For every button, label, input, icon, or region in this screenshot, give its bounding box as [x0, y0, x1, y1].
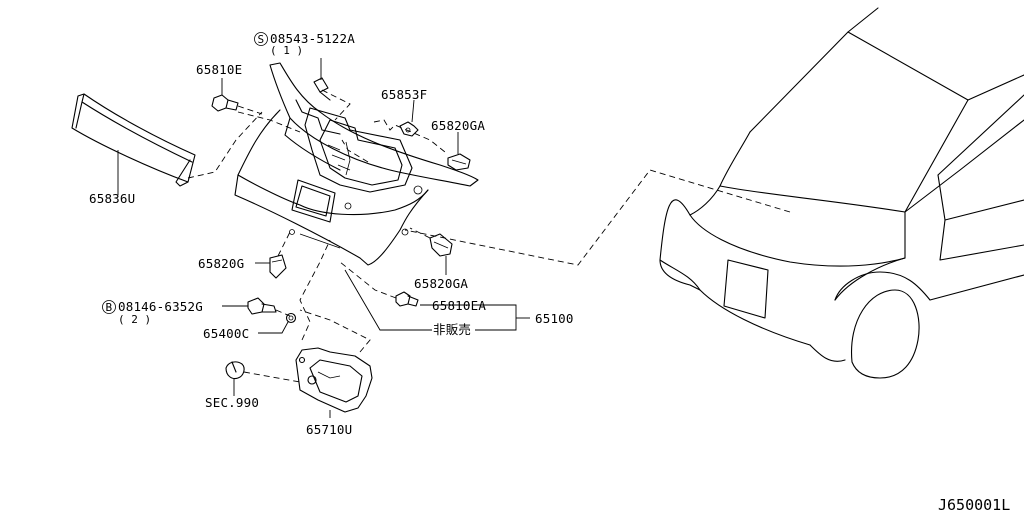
label-65820G: 65820G [198, 256, 244, 271]
stopper-65820GA-bottom [409, 227, 453, 275]
label-08146-6352G: 08146-6352G [118, 299, 203, 314]
back-door-panel-65100 [234, 62, 479, 266]
label-65400C: 65400C [203, 326, 249, 341]
label-08543-qty: ( 1 ) [270, 44, 303, 57]
label-sec990: SEC.990 [205, 395, 259, 410]
label-08543-5122A: 08543-5122A [270, 31, 355, 46]
label-65100: 65100 [535, 311, 574, 326]
label-65810E: 65810E [196, 62, 242, 77]
label-08146-qty: ( 2 ) [118, 313, 151, 326]
callout-65100 [344, 269, 530, 331]
stopper-65820G [255, 231, 291, 279]
circle-s-symbol: S [258, 33, 265, 46]
garnish-65836U [71, 93, 263, 195]
housing-65710U [295, 239, 373, 418]
clip-65853F [399, 99, 419, 137]
label-not-for-sale: 非販売 [433, 322, 471, 337]
grommet-65400C [258, 312, 297, 334]
label-65820GA-bottom: 65820GA [414, 276, 468, 291]
label-65710U: 65710U [306, 422, 352, 437]
label-65836U: 65836U [89, 191, 135, 206]
bolt-08146-6352G [222, 297, 291, 317]
label-65853F: 65853F [381, 87, 427, 102]
clip-65810EA [339, 261, 470, 307]
circle-b-symbol: B [106, 301, 113, 314]
label-65820GA-top: 65820GA [431, 118, 485, 133]
location-leader [404, 169, 791, 266]
screw-08543-5122A [313, 58, 331, 101]
diagram-code: J650001L [938, 496, 1010, 512]
stopper-65820GA-top [447, 132, 471, 171]
callout-labels: S 08543-5122A ( 1 ) 65810E 65853F 65820G… [89, 31, 1010, 512]
part-sec990 [225, 361, 301, 396]
clip-65810E [211, 78, 263, 115]
label-65810EA: 65810EA [432, 298, 486, 313]
vehicle-outline [659, 7, 1024, 379]
